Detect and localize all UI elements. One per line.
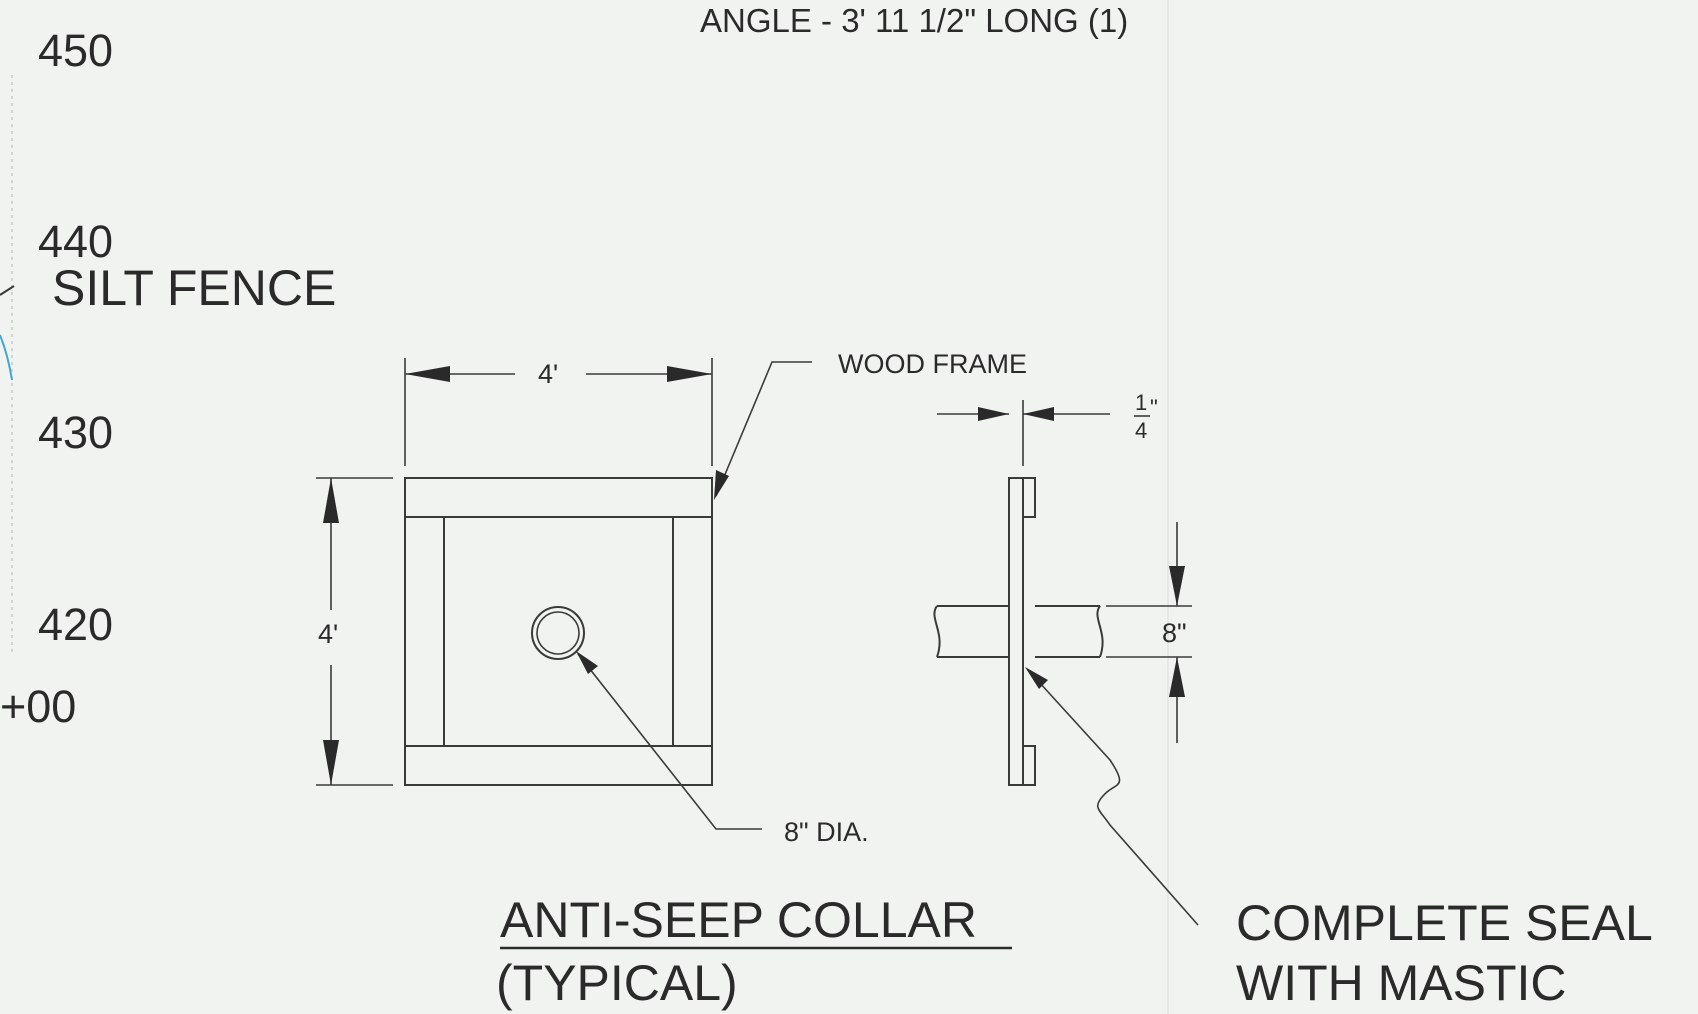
thickness-arrow-right	[1023, 407, 1054, 421]
height-dimension: 4'	[318, 619, 338, 649]
elevation-label: 420	[38, 599, 113, 650]
seal-leader-arrow	[1025, 667, 1048, 689]
silt-fence-label: SILT FENCE	[52, 260, 336, 316]
collar-plate	[1008, 477, 1024, 786]
wood-frame-leader	[715, 361, 812, 497]
pipe-dia-leader-arrow	[576, 651, 598, 674]
seal-leader	[1028, 670, 1199, 926]
thickness-denominator: 4	[1135, 418, 1147, 443]
width-arrow-right	[667, 366, 712, 382]
elevation-label: 430	[38, 407, 113, 458]
height-arrow-bottom	[323, 740, 339, 785]
thickness-numerator: 1	[1135, 390, 1147, 415]
pipe-break-left	[933, 605, 941, 658]
pipe-opening	[531, 606, 585, 660]
pipe-dia-label: 8" DIA.	[784, 817, 869, 847]
elevation-label: 450	[38, 25, 113, 76]
front-view: 4' 4' WOOD FRAME 8" DIA.	[316, 349, 1027, 847]
detail-title: ANTI-SEEP COLLAR	[500, 892, 977, 948]
thickness-arrow-left	[978, 407, 1009, 421]
detail-subtitle: (TYPICAL)	[496, 955, 738, 1011]
silt-fence-leader	[0, 285, 15, 296]
seal-label-line2: WITH MASTIC	[1236, 955, 1567, 1011]
pipe-dim-arrow-bottom	[1169, 657, 1185, 697]
wood-frame-label: WOOD FRAME	[838, 349, 1027, 379]
frame-lip-bottom	[1022, 745, 1036, 786]
seal-label-line1: COMPLETE SEAL	[1236, 895, 1653, 951]
pipe-dim-arrow-top	[1169, 566, 1185, 606]
wood-frame-outline	[404, 477, 713, 786]
side-view: 1 4 " 8" COMPLETE SEAL WITH MASTIC	[933, 390, 1653, 1011]
silt-fence-line	[0, 334, 13, 381]
thickness-unit: "	[1150, 395, 1158, 420]
pipe-dimension: 8"	[1162, 618, 1187, 648]
pipe-opening-inner	[536, 611, 580, 655]
pipe-break-right	[1096, 605, 1104, 658]
width-arrow-left	[405, 366, 450, 382]
station-label: +00	[0, 681, 76, 732]
height-arrow-top	[323, 478, 339, 523]
width-dimension: 4'	[538, 359, 558, 389]
angle-note: ANGLE - 3' 11 1/2" LONG (1)	[700, 2, 1128, 39]
wood-frame-leader-arrow	[714, 470, 729, 500]
elevation-label: 440	[38, 216, 113, 267]
pipe-dia-leader	[577, 653, 762, 830]
frame-lip-top	[1022, 477, 1036, 518]
